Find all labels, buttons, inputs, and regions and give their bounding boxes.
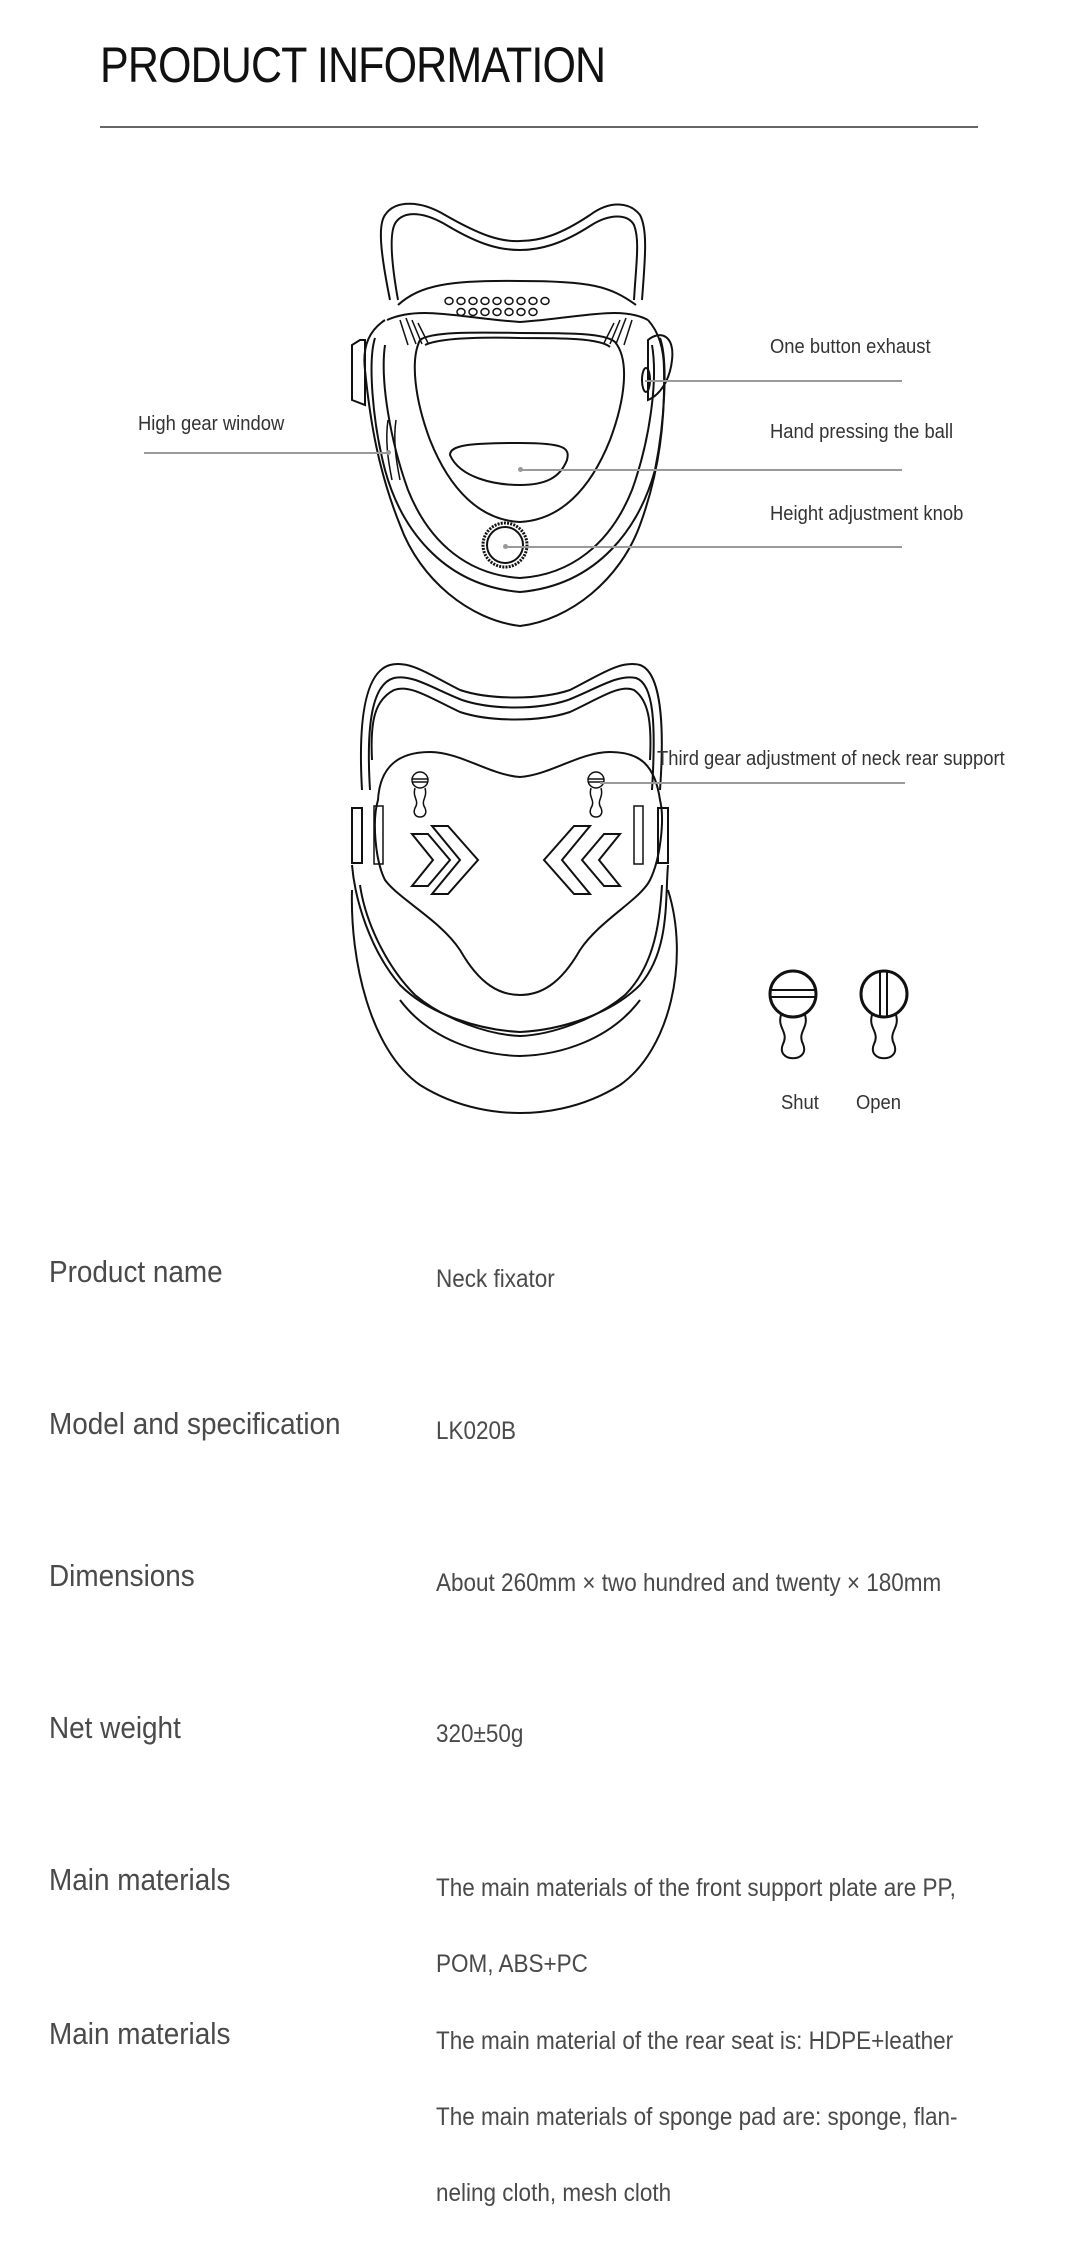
callout-dot [386, 450, 391, 455]
spec-label: Model and specification [49, 1406, 341, 1441]
callout-line [600, 782, 905, 784]
spec-value-line: The main materials of sponge pad are: sp… [436, 2103, 958, 2131]
callout-high-gear-window: High gear window [138, 413, 285, 435]
neck-fixator-rear-drawing [350, 663, 678, 1115]
spec-value-line: The main materials of the front support … [436, 1874, 956, 1902]
neck-fixator-front-drawing [351, 202, 674, 628]
spec-value: LK020B [436, 1417, 517, 1445]
callout-hand-pressing-ball: Hand pressing the ball [770, 421, 954, 443]
state-label-open: Open [856, 1092, 902, 1114]
spec-value-line: POM, ABS+PC [436, 1950, 588, 1978]
callout-line [645, 380, 902, 382]
spec-label: Main materials [49, 2016, 231, 2051]
callout-line [505, 546, 902, 548]
spec-value: 320±50g [436, 1720, 524, 1748]
spec-label: Dimensions [49, 1558, 195, 1593]
spec-label: Net weight [49, 1710, 181, 1745]
page-title: PRODUCT INFORMATION [100, 37, 606, 93]
callout-one-button-exhaust: One button exhaust [770, 336, 931, 358]
slot-vertical-icon [859, 969, 909, 1060]
spec-label: Product name [49, 1254, 223, 1289]
spec-value: About 260mm × two hundred and twenty × 1… [436, 1569, 942, 1597]
spec-value-line: neling cloth, mesh cloth [436, 2179, 672, 2207]
spec-value: Neck fixator [436, 1265, 555, 1293]
callout-third-gear-adjustment: Third gear adjustment of neck rear suppo… [657, 748, 1005, 770]
state-label-shut: Shut [781, 1092, 819, 1114]
slot-horizontal-icon [768, 969, 818, 1060]
callout-line [144, 452, 390, 454]
callout-dot [518, 467, 523, 472]
spec-value-line: The main material of the rear seat is: H… [436, 2027, 954, 2055]
callout-dot [503, 544, 508, 549]
callout-height-adjustment-knob: Height adjustment knob [770, 503, 964, 525]
spec-label: Main materials [49, 1862, 231, 1897]
callout-line [520, 469, 902, 471]
header-divider [100, 126, 978, 128]
